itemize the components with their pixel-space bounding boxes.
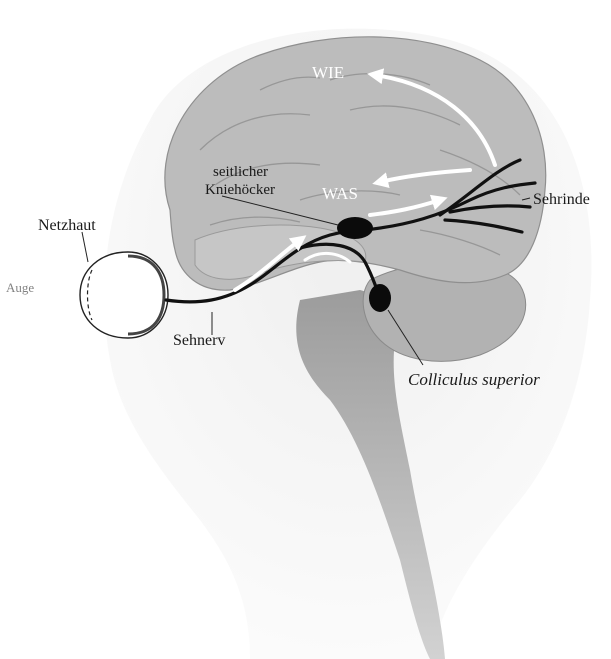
label-was: WAS <box>322 184 358 203</box>
label-kniehoecker: Kniehöcker <box>205 182 275 198</box>
lateral-geniculate-body <box>337 217 373 239</box>
eye <box>80 252 168 338</box>
label-colliculus-superior: Colliculus superior <box>408 370 540 389</box>
label-wie: WIE <box>312 63 344 82</box>
label-auge: Auge <box>6 280 34 295</box>
label-sehrinde: Sehrinde <box>533 191 590 208</box>
label-seitlicher: seitlicher <box>213 164 268 180</box>
superior-colliculus <box>369 284 391 312</box>
label-sehnerv: Sehnerv <box>173 332 225 349</box>
label-netzhaut: Netzhaut <box>38 217 96 234</box>
